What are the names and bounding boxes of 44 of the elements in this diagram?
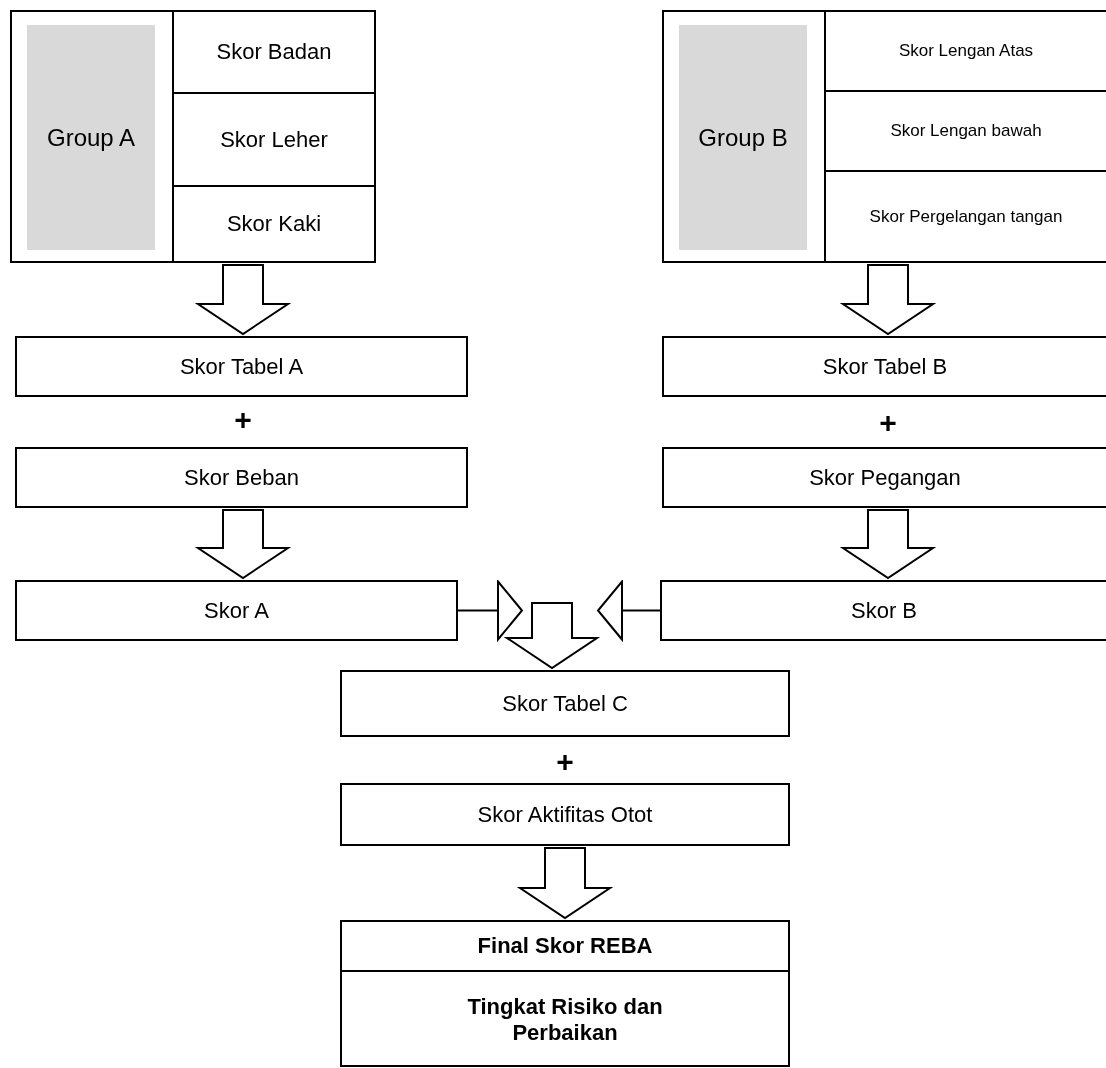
group-label: Group B	[698, 123, 788, 152]
score-cell	[824, 170, 1106, 261]
block-arrow	[839, 509, 937, 580]
group-box	[662, 10, 1106, 263]
score-cell	[824, 90, 1106, 170]
box-label: Skor B	[851, 597, 917, 624]
process-box	[340, 670, 790, 737]
cell-label: Skor Pergelangan tangan	[869, 206, 1063, 227]
plus-sign: +	[234, 405, 252, 435]
block-arrow	[839, 264, 937, 336]
result-subtitle: Tingkat Risiko dan Perbaikan	[466, 993, 664, 1046]
group-box	[10, 10, 376, 263]
process-box	[340, 783, 790, 846]
process-box	[660, 580, 1106, 641]
cell-label: Skor Kaki	[226, 211, 322, 237]
process-box	[15, 447, 468, 508]
box-label: Skor Tabel B	[822, 353, 948, 380]
score-cell	[172, 185, 374, 261]
block-arrow	[516, 847, 614, 920]
result-box	[340, 920, 790, 1067]
score-cell	[172, 92, 374, 185]
cell-label: Skor Lengan Atas	[898, 41, 1034, 61]
process-box	[662, 336, 1106, 397]
block-arrow	[503, 602, 601, 670]
cell-label: Skor Leher	[220, 126, 328, 153]
process-box	[15, 336, 468, 397]
plus-sign: +	[556, 747, 574, 777]
block-arrow	[194, 264, 292, 336]
arrow	[457, 580, 523, 641]
process-box	[15, 580, 458, 641]
cell-label: Skor Badan	[216, 39, 332, 65]
plus-sign: +	[879, 408, 897, 438]
arrow	[597, 580, 661, 641]
box-label: Skor Aktifitas Otot	[477, 801, 653, 828]
cell-label: Skor Lengan bawah	[890, 121, 1042, 141]
box-label: Skor Beban	[184, 464, 299, 491]
group-label: Group A	[46, 123, 136, 152]
block-arrow	[194, 509, 292, 580]
process-box	[662, 447, 1106, 508]
box-label: Skor A	[204, 597, 269, 624]
box-label: Skor Tabel C	[502, 690, 628, 717]
box-label: Skor Pegangan	[809, 464, 961, 491]
box-label: Skor Tabel A	[179, 353, 304, 380]
result-title: Final Skor REBA	[477, 933, 653, 959]
